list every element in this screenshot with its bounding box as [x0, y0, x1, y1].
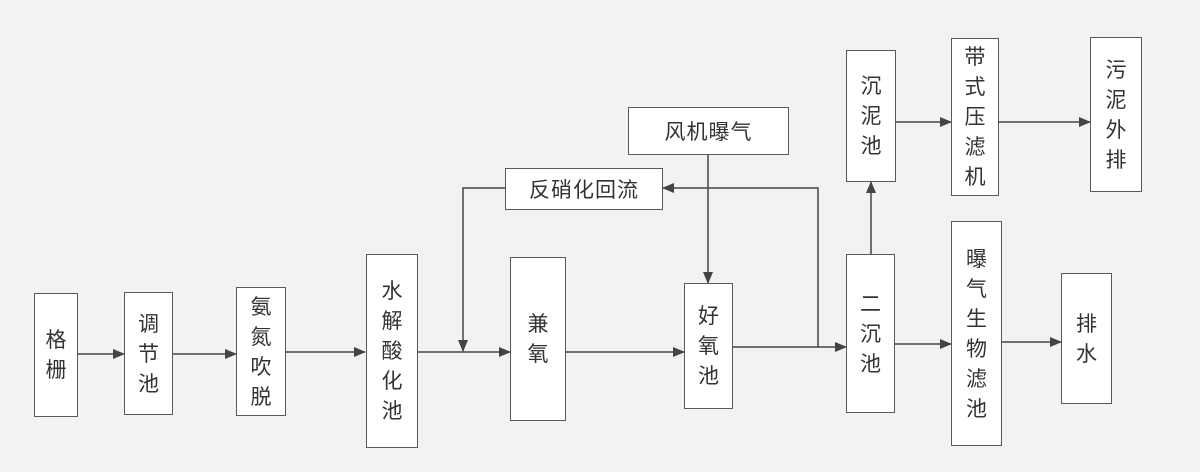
- node-ammonia-stripping-label: 氨氮吹脱: [250, 294, 272, 409]
- node-sludge-out: 污泥外排: [1090, 37, 1142, 192]
- node-aerobic-tank-label: 好氧池: [698, 304, 719, 388]
- node-sludge-tank-label: 沉泥池: [860, 74, 882, 158]
- node-discharge: 排水: [1061, 273, 1112, 404]
- node-anoxic-label: 兼氧: [527, 312, 549, 366]
- node-secondary-clarifier-label: 二沉池: [860, 291, 881, 376]
- node-blower-aeration-label: 风机曝气: [664, 120, 753, 144]
- node-denitrification-return-label: 反硝化回流: [529, 178, 639, 202]
- node-sludge-out-label: 污泥外排: [1105, 57, 1127, 172]
- return-line-to-anoxic-inlet: [458, 187, 505, 352]
- node-adjust-tank: 调节池: [124, 292, 173, 415]
- node-grid: 格栅: [34, 293, 78, 417]
- node-belt-filter-press-label: 带式压滤机: [964, 45, 986, 189]
- node-baf: 曝气生物滤池: [951, 221, 1002, 446]
- node-discharge-label: 排水: [1076, 311, 1097, 366]
- node-adjust-tank-label: 调节池: [138, 311, 159, 396]
- node-grid-label: 格栅: [45, 328, 67, 382]
- node-belt-filter-press: 带式压滤机: [951, 38, 999, 196]
- node-anoxic: 兼氧: [510, 257, 566, 421]
- node-secondary-clarifier: 二沉池: [846, 254, 895, 413]
- node-blower-aeration: 风机曝气: [628, 107, 789, 155]
- node-ammonia-stripping: 氨氮吹脱: [236, 287, 286, 416]
- node-hydrolysis-tank: 水解酸化池: [366, 254, 418, 448]
- node-denitrification-return: 反硝化回流: [505, 168, 663, 210]
- node-sludge-tank: 沉泥池: [846, 50, 896, 182]
- node-aerobic-tank: 好氧池: [684, 283, 733, 409]
- node-hydrolysis-tank-label: 水解酸化池: [381, 279, 403, 423]
- node-baf-label: 曝气生物滤池: [966, 246, 987, 421]
- return-line-to-denitrification: [662, 183, 819, 347]
